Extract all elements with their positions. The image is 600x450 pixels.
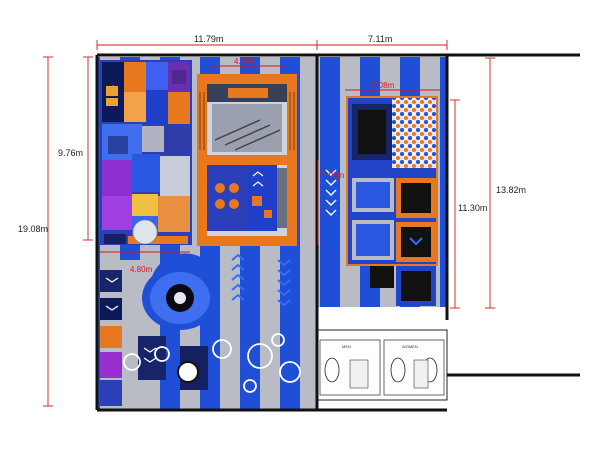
trampoline-park xyxy=(325,96,438,306)
floor-rings xyxy=(123,333,301,393)
dim-left-zone-height: 9.76m xyxy=(58,148,83,158)
walls xyxy=(95,53,580,412)
restroom-label-women: WOMEN xyxy=(402,344,418,349)
dim-ninja-height: 9.00m xyxy=(322,171,345,180)
dimension-lines xyxy=(43,40,495,407)
dim-trampoline-width: 5.08m xyxy=(372,81,395,90)
spinner-zone xyxy=(100,253,220,410)
dim-right-zone-height: 11.30m xyxy=(458,203,487,213)
soft-play-area xyxy=(100,60,192,245)
dim-spin-width: 4.80m xyxy=(130,265,153,274)
ninja-course xyxy=(197,74,297,246)
dim-left-total-height: 19.08m xyxy=(18,224,48,234)
dim-top-left-width: 11.79m xyxy=(194,34,223,44)
restrooms: MEN WOMEN xyxy=(316,329,448,401)
floor-arrows xyxy=(231,253,291,307)
dim-top-right-width: 7.11m xyxy=(368,34,392,44)
restroom-label-men: MEN xyxy=(342,344,351,349)
dim-right-total-height: 13.82m xyxy=(496,185,526,195)
dim-ninja-width: 4.20m xyxy=(234,57,257,66)
